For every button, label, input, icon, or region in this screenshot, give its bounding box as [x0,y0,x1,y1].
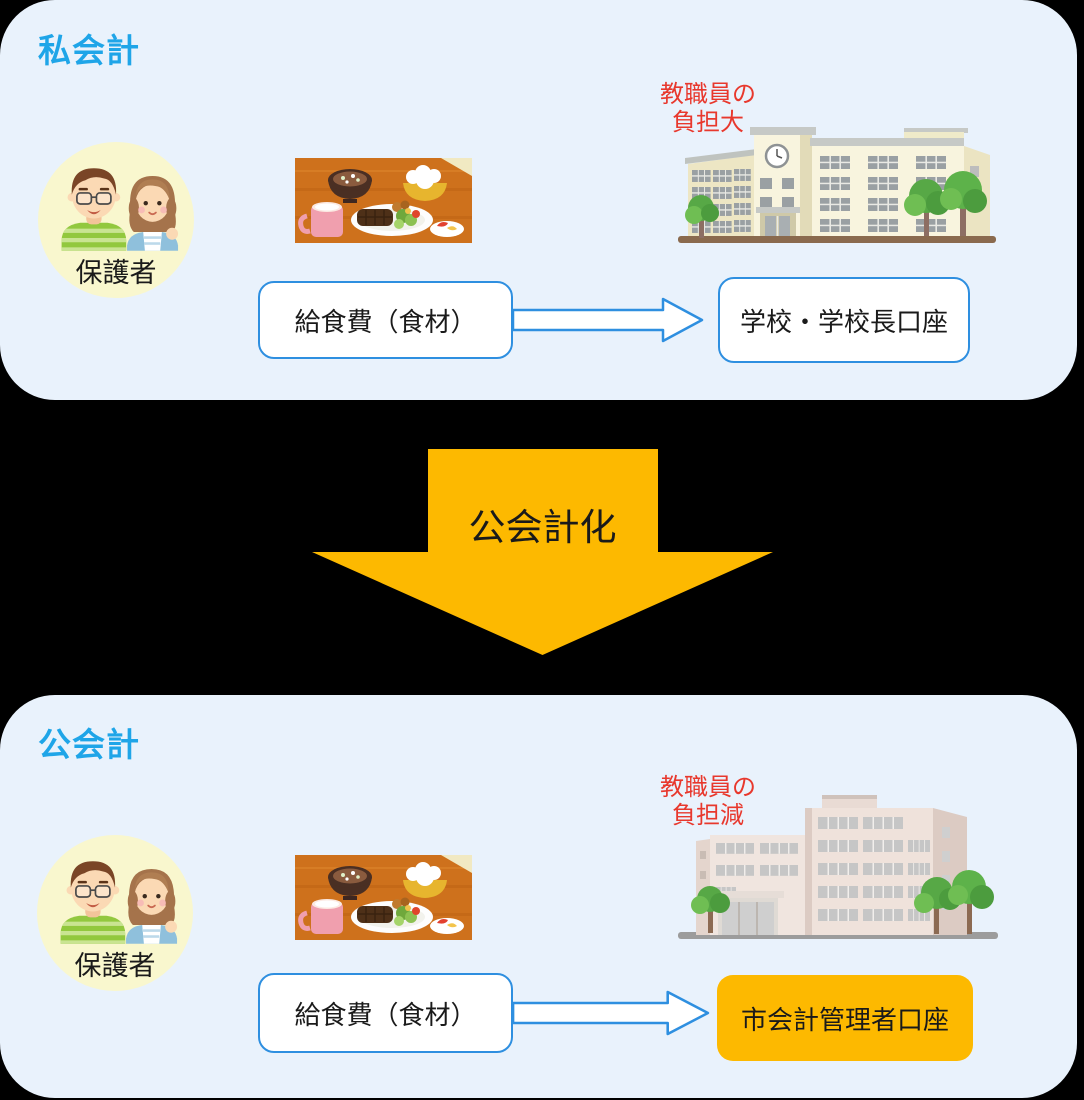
burden-note-line2: 負担大 [672,108,744,136]
down-arrow-icon [312,449,773,655]
guardians-label: 保護者 [74,951,156,982]
city-account-box: 市会計管理者口座 [717,975,973,1061]
burden-note-line1: 教職員の [660,773,756,801]
public-panel-title: 公会計 [38,725,140,764]
guardians-label: 保護者 [75,258,157,289]
right-arrow-icon [511,990,710,1036]
right-arrow-icon [511,297,704,343]
teacher-burden-note-private: 教職員の 負担大 [633,80,783,136]
private-panel-title: 私会計 [38,31,140,70]
school-lunch-icon [295,158,472,243]
teacher-burden-note-public: 教職員の 負担減 [633,773,783,829]
burden-note-line1: 教職員の [660,80,756,108]
public-accounting-panel: 公会計 [0,695,1077,1098]
guardians-badge: 保護者 [37,835,193,991]
school-account-box: 学校・学校長口座 [718,277,970,363]
city-hall-building-icon [678,795,998,939]
school-building-icon [678,127,996,243]
parents-couple-icon [61,168,179,251]
school-lunch-icon [295,855,472,940]
guardians-badge: 保護者 [38,142,194,298]
private-accounting-panel: 私会計 [0,0,1077,400]
lunch-fee-box: 給食費（食材） [258,281,513,359]
parents-couple-icon [60,861,178,944]
burden-note-line2: 負担減 [672,801,744,829]
lunch-fee-box: 給食費（食材） [258,973,513,1053]
transition-label: 公会計化 [468,506,617,549]
